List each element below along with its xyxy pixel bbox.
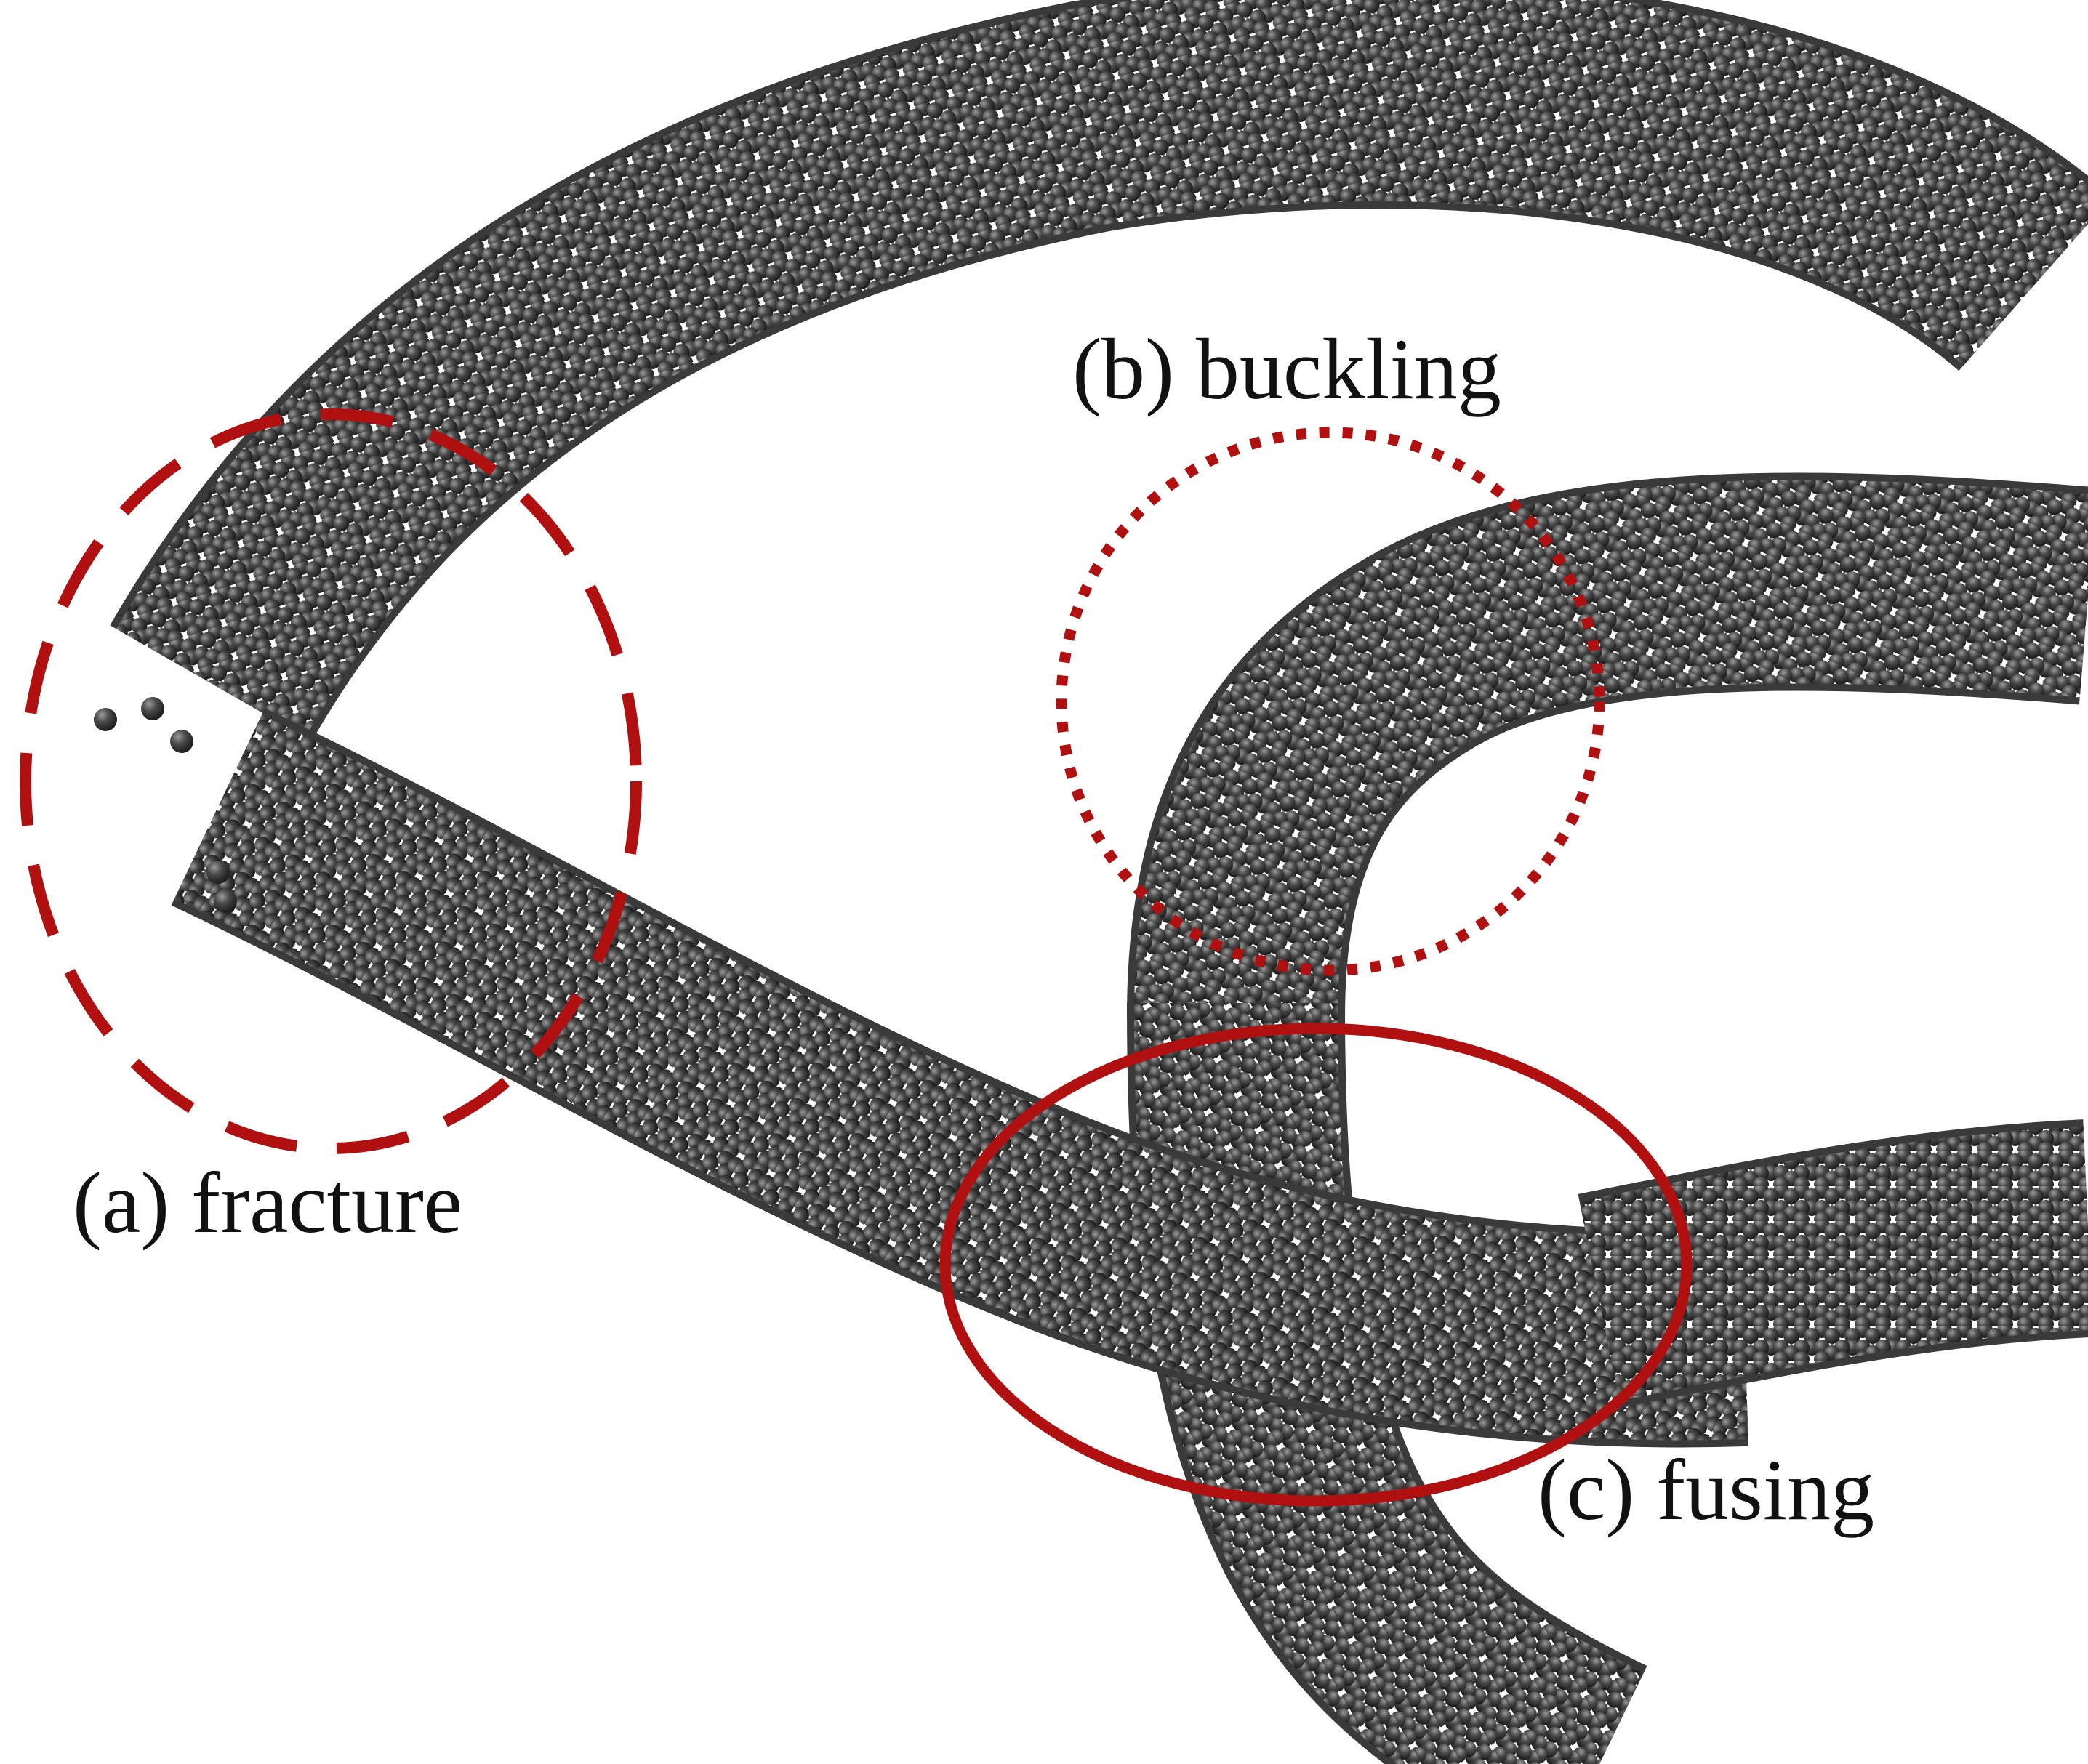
fracture-tip-atom [94, 708, 117, 731]
fracture-label: (a) fracture [73, 1154, 462, 1251]
nanotube-network [94, 0, 2088, 1764]
fracture-tip-atom [214, 890, 237, 913]
fracture-tip-atom [170, 730, 193, 753]
buckling-outline [1056, 427, 1605, 976]
highlight-regions [20, 408, 1693, 1507]
fracture-outline [20, 408, 642, 1154]
nanotube-lower-diagonal-lattice [174, 714, 1748, 1441]
nanotube-right-horizontal-lattice [1579, 1127, 2088, 1401]
fracture-tip-atom [141, 697, 164, 720]
fusing-label: (c) fusing [1538, 1441, 1874, 1538]
nanotube-right-bend-lattice [1134, 480, 2088, 1019]
fusing-outline [939, 1023, 1693, 1507]
nanotube-upper-arc-lattice [116, 0, 2088, 738]
fracture-tip-atom [206, 861, 230, 884]
buckling-label: (b) buckling [1072, 321, 1501, 417]
